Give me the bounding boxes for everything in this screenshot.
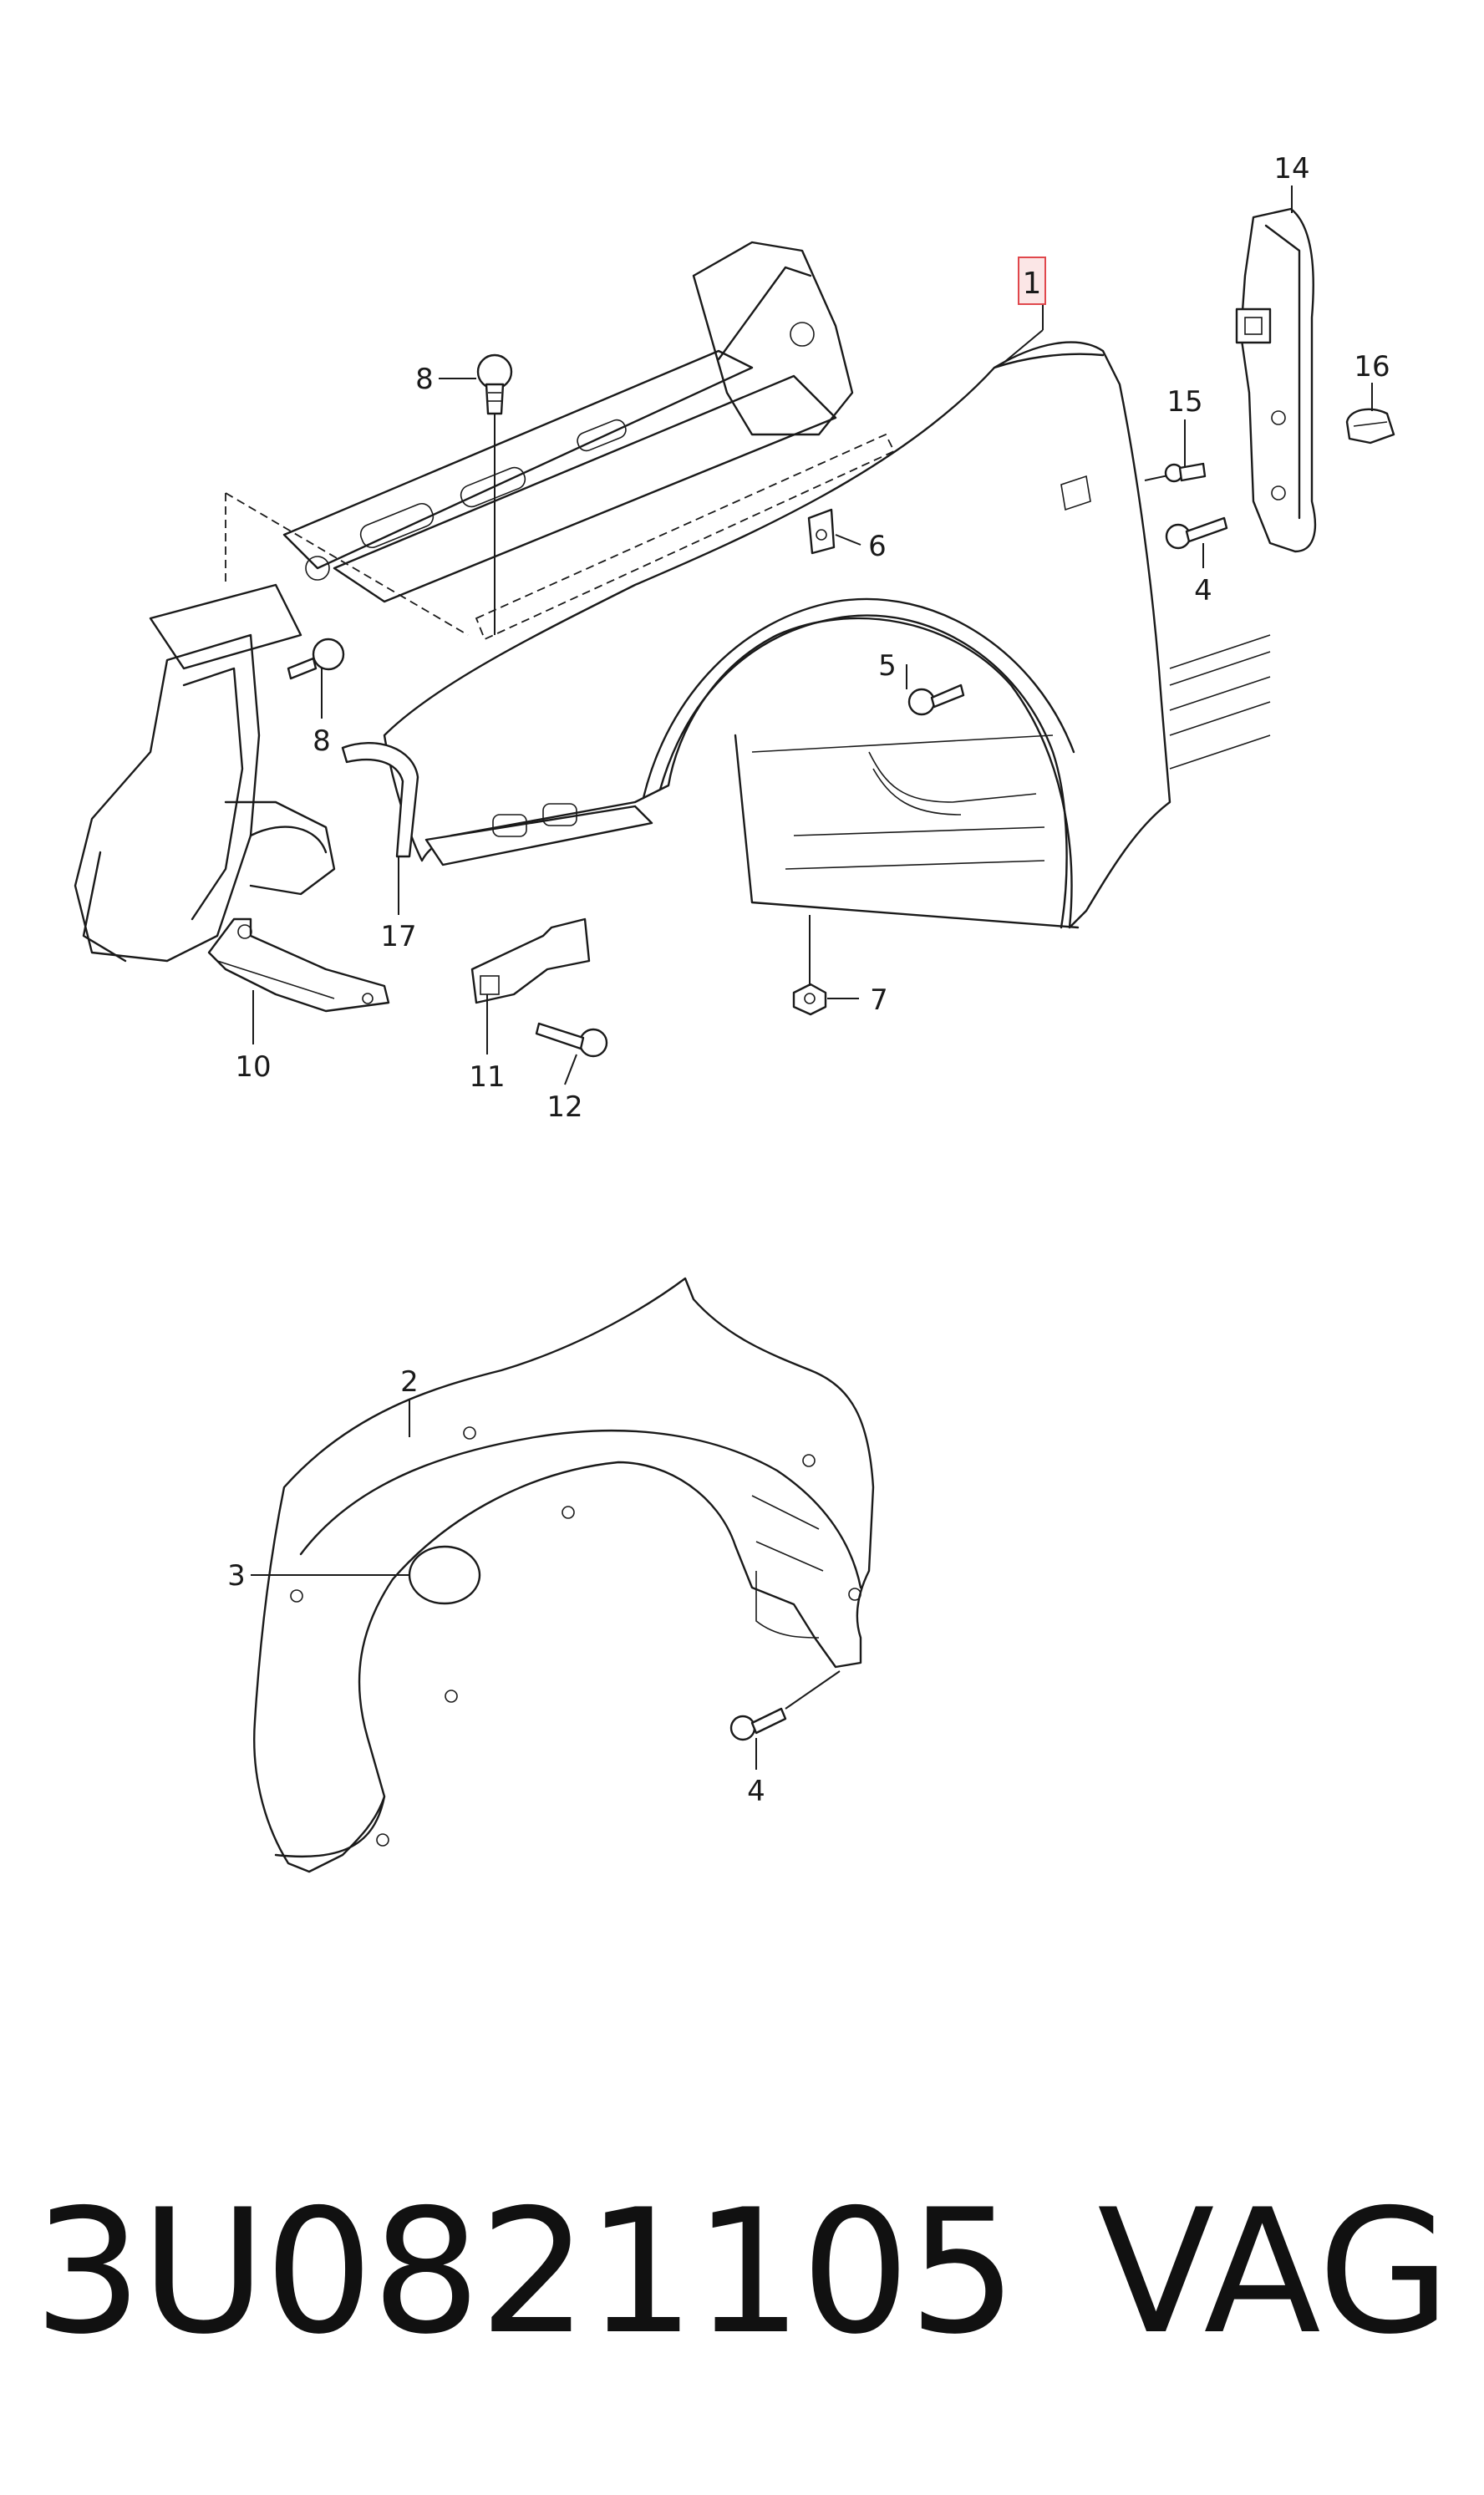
bracket-part-10[interactable] <box>207 917 390 1013</box>
screw-part-5[interactable] <box>907 683 965 716</box>
callout-labels: 1 14 15 16 4 8 8 6 5 7 17 10 11 12 2 3 4 <box>227 152 1390 1808</box>
bracket-part-11[interactable] <box>470 917 591 1004</box>
bolt-part-12[interactable] <box>535 1022 608 1058</box>
leader-lines <box>251 185 1373 1770</box>
nut-part-7[interactable] <box>792 983 827 1016</box>
brand-label: VAG <box>1097 2173 1451 2372</box>
callout-16: 16 <box>1354 350 1390 384</box>
screw-part-4-top[interactable] <box>1165 516 1228 550</box>
bolt-part-8-left[interactable] <box>287 638 345 680</box>
callout-4-bottom: 4 <box>747 1775 765 1808</box>
body-structure <box>74 241 854 963</box>
callout-7: 7 <box>870 983 888 1017</box>
callout-14: 14 <box>1273 152 1309 185</box>
callout-3: 3 <box>227 1559 246 1593</box>
bolt-part-8-top[interactable] <box>476 353 513 415</box>
seal-part-17[interactable] <box>341 742 419 858</box>
callout-10: 10 <box>235 1050 271 1084</box>
callout-5: 5 <box>878 649 897 683</box>
rivet-part-15[interactable] <box>1144 462 1207 483</box>
callout-6: 6 <box>868 530 887 563</box>
clip-part-16[interactable] <box>1345 408 1395 445</box>
callout-4-top: 4 <box>1194 574 1212 607</box>
callout-8-left: 8 <box>313 724 331 758</box>
screw-part-4-bottom[interactable] <box>729 1707 787 1741</box>
callout-15: 15 <box>1166 385 1202 419</box>
callout-17: 17 <box>380 920 416 953</box>
callout-2: 2 <box>400 1365 419 1399</box>
part-number: 3U0821105 <box>33 2173 1017 2372</box>
clip-part-6[interactable] <box>807 508 836 555</box>
callout-12: 12 <box>546 1090 582 1124</box>
callout-8-top: 8 <box>415 363 434 396</box>
highlight-box <box>1018 257 1046 305</box>
fender-part-1[interactable] <box>383 341 1271 929</box>
bracket-part-14[interactable] <box>1235 207 1317 553</box>
callout-11: 11 <box>469 1060 505 1094</box>
callout-1: 1 <box>1023 267 1042 301</box>
